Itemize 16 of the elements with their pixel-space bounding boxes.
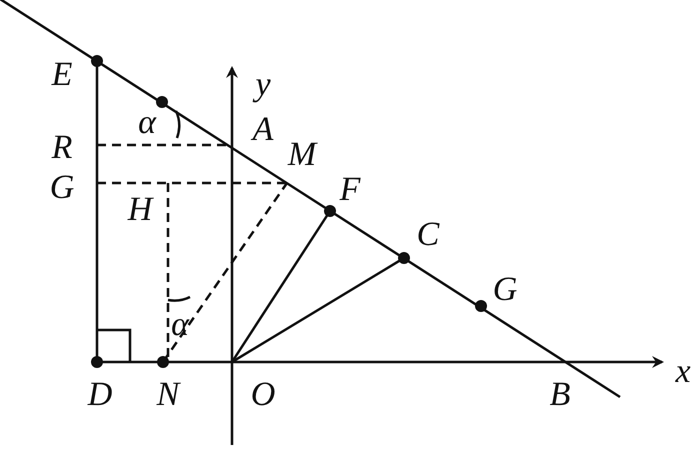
- point-label: O: [250, 378, 276, 412]
- point-label: A: [252, 113, 274, 147]
- point-label: N: [156, 378, 180, 412]
- point-label: R: [52, 131, 72, 165]
- point-label: H: [128, 193, 152, 227]
- point-label: G: [50, 171, 74, 205]
- axis-label: x: [675, 355, 691, 389]
- angle-label: α: [138, 106, 156, 140]
- point-label: M: [288, 138, 316, 172]
- point-label: E: [52, 58, 72, 92]
- point-label: C: [416, 218, 440, 252]
- axis-label: y: [255, 68, 271, 102]
- point-label: F: [340, 173, 360, 207]
- point-label: D: [88, 378, 112, 412]
- point-label: B: [550, 378, 570, 412]
- point-label: G: [492, 273, 518, 307]
